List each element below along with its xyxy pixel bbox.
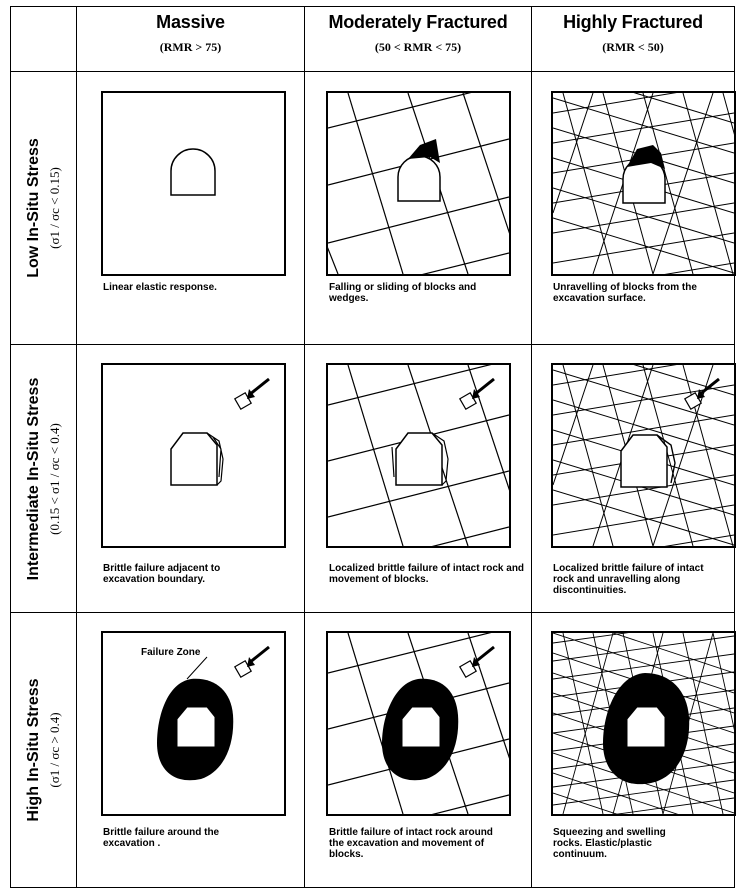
stress-arrow-icon (235, 379, 269, 409)
panel-highly-low (551, 91, 736, 276)
row-divider (11, 344, 734, 345)
excavation-outline (398, 156, 440, 201)
tunnel-diagram (103, 365, 284, 546)
stress-arrow-icon (460, 379, 494, 409)
tunnel-diagram (328, 633, 509, 814)
caption-highly-low: Unravelling of blocks from the excavatio… (553, 282, 713, 304)
column-header-moderately-fractured: Moderately Fractured (50 < RMR < 75) (305, 7, 531, 71)
excavation-outline (396, 433, 442, 485)
classification-table: Massive (RMR > 75) Moderately Fractured … (10, 6, 735, 888)
tunnel-diagram (328, 93, 509, 274)
panel-highly-high (551, 631, 736, 816)
row-subtitle: (σ1 / σc < 0.15) (47, 138, 63, 278)
caption-moderate-high: Brittle failure of intact rock around th… (329, 827, 499, 860)
row-header-low-stress: Low In-Situ Stress (σ1 / σc < 0.15) (11, 72, 76, 344)
panel-highly-intermediate (551, 363, 736, 548)
row-divider (11, 612, 734, 613)
column-subtitle: (RMR > 75) (77, 40, 304, 55)
column-divider (531, 7, 532, 887)
tunnel-diagram (553, 93, 734, 274)
column-subtitle: (RMR < 50) (532, 40, 734, 55)
panel-massive-intermediate (101, 363, 286, 548)
column-divider (304, 7, 305, 887)
leader-line (187, 657, 207, 679)
excavation-outline (171, 433, 217, 485)
stress-arrow-icon (685, 379, 719, 409)
stress-arrow-icon (460, 647, 494, 677)
row-subtitle: (σ1 / σc > 0.4) (47, 678, 63, 821)
row-title: Intermediate In-Situ Stress (25, 377, 43, 580)
caption-highly-high: Squeezing and swelling rocks. Elastic/pl… (553, 827, 683, 860)
panel-moderate-low (326, 91, 511, 276)
panel-massive-high: Failure Zone (101, 631, 286, 816)
caption-highly-intermediate: Localized brittle failure of intact rock… (553, 563, 723, 596)
caption-massive-low: Linear elastic response. (103, 282, 293, 293)
excavation-outline (177, 707, 215, 747)
column-title: Moderately Fractured (305, 12, 531, 33)
column-divider (76, 7, 77, 887)
row-title: Low In-Situ Stress (25, 138, 43, 278)
row-header-intermediate-stress: Intermediate In-Situ Stress (0.15 < σ1 /… (11, 345, 76, 612)
excavation-outline (402, 707, 440, 747)
panel-massive-low (101, 91, 286, 276)
tunnel-diagram (328, 365, 509, 546)
caption-moderate-intermediate: Localized brittle failure of intact rock… (329, 563, 529, 585)
caption-moderate-low: Falling or sliding of blocks and wedges. (329, 282, 479, 304)
excavation-outline (621, 435, 667, 487)
tunnel-diagram (553, 633, 734, 814)
failure-zone-label: Failure Zone (141, 647, 200, 658)
column-subtitle: (50 < RMR < 75) (305, 40, 531, 55)
column-title: Massive (77, 12, 304, 33)
tunnel-diagram (103, 633, 284, 814)
excavation-outline (171, 149, 215, 195)
column-title: Highly Fractured (532, 12, 734, 33)
row-divider (11, 71, 734, 72)
row-subtitle: (0.15 < σ1 / σc < 0.4) (47, 377, 63, 580)
tunnel-diagram (553, 365, 734, 546)
column-header-highly-fractured: Highly Fractured (RMR < 50) (532, 7, 734, 71)
panel-moderate-high (326, 631, 511, 816)
row-header-high-stress: High In-Situ Stress (σ1 / σc > 0.4) (11, 613, 76, 887)
row-title: High In-Situ Stress (25, 678, 43, 821)
panel-moderate-intermediate (326, 363, 511, 548)
caption-massive-intermediate: Brittle failure adjacent to excavation b… (103, 563, 243, 585)
caption-massive-high: Brittle failure around the excavation . (103, 827, 253, 849)
column-header-massive: Massive (RMR > 75) (77, 7, 304, 71)
excavation-outline (627, 707, 665, 747)
stress-arrow-icon (235, 647, 269, 677)
tunnel-diagram (103, 93, 284, 274)
